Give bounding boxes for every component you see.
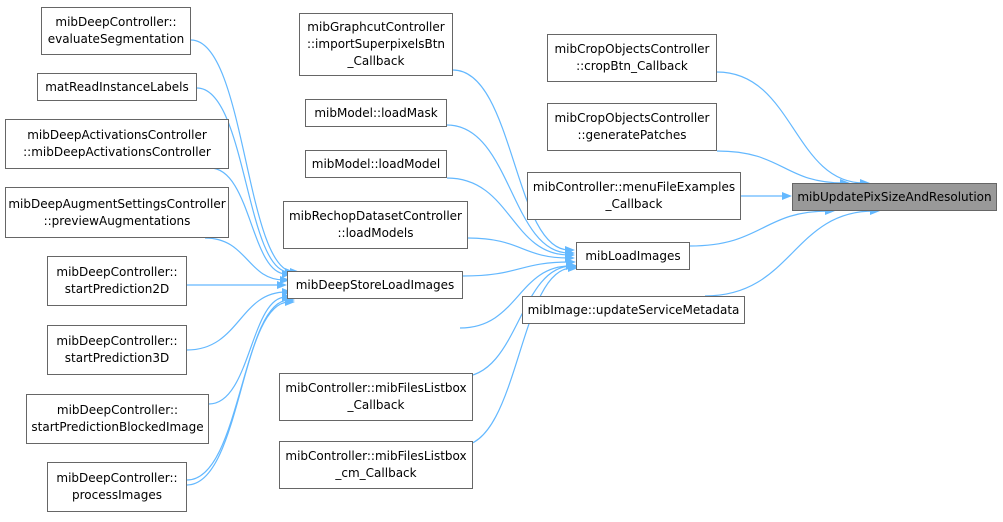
call-edge (689, 210, 830, 247)
arrowhead-icon (568, 264, 578, 272)
node-update-service-metadata[interactable]: mibImage::updateServiceMetadata (522, 296, 745, 324)
node-preview-augmentations[interactable]: mibDeepAugmentSettingsController ::previ… (5, 187, 229, 238)
node-files-listbox-callback[interactable]: mibController::mibFilesListbox _Callback (279, 373, 473, 421)
arrowhead-icon (782, 192, 792, 200)
node-import-superpixels[interactable]: mibGraphcutController ::importSuperpixel… (299, 13, 453, 76)
node-process-images[interactable]: mibDeepController:: processImages (47, 462, 187, 512)
node-start-prediction-2d[interactable]: mibDeepController:: startPrediction2D (47, 256, 187, 306)
call-edge (459, 265, 571, 329)
call-edge (446, 124, 570, 254)
node-deep-store-load-images[interactable]: mibDeepStoreLoadImages (287, 271, 463, 299)
node-mibUpdatePixSizeAndResolution[interactable]: mibUpdatePixSizeAndResolution (792, 183, 997, 211)
call-edge (190, 39, 295, 273)
call-edge (204, 237, 285, 281)
call-edge (209, 167, 287, 275)
call-edge (716, 71, 865, 184)
node-generate-patches[interactable]: mibCropObjectsController ::generatePatch… (547, 103, 717, 151)
node-mat-read-instance-labels[interactable]: matReadInstanceLabels (37, 73, 197, 101)
call-edge (462, 261, 571, 277)
node-load-mask[interactable]: mibModel::loadMask (305, 99, 447, 127)
call-edge (459, 265, 573, 378)
call-edge (196, 87, 290, 273)
call-edge (446, 177, 570, 256)
node-evaluate-segmentation[interactable]: mibDeepController:: evaluateSegmentation (41, 7, 191, 55)
node-start-prediction-blocked[interactable]: mibDeepController:: startPredictionBlock… (26, 394, 209, 444)
arrowhead-icon (285, 298, 295, 306)
node-activations-controller[interactable]: mibDeepActivationsController ::mibDeepAc… (5, 119, 229, 169)
call-edge (716, 150, 845, 184)
call-edge (186, 301, 290, 481)
call-edge (452, 69, 570, 251)
call-edge (459, 267, 573, 447)
node-menu-file-examples[interactable]: mibController::menuFileExamples _Callbac… (527, 172, 741, 220)
node-load-models[interactable]: mibRechopDatasetController ::loadModels (283, 201, 468, 249)
node-start-prediction-3d[interactable]: mibDeepController:: startPrediction3D (47, 325, 187, 375)
call-edge (186, 299, 290, 486)
node-crop-btn-callback[interactable]: mibCropObjectsController ::cropBtn_Callb… (547, 34, 717, 82)
node-load-model[interactable]: mibModel::loadModel (305, 150, 447, 178)
call-edge (704, 210, 875, 297)
node-files-listbox-cm-callback[interactable]: mibController::mibFilesListbox _cm_Callb… (279, 441, 473, 489)
node-mib-load-images[interactable]: mibLoadImages (576, 242, 690, 270)
arrowhead-icon (277, 281, 287, 289)
call-edge (186, 291, 287, 351)
arrowhead-icon (280, 276, 290, 284)
call-edge (208, 296, 287, 405)
call-edge (467, 237, 570, 259)
